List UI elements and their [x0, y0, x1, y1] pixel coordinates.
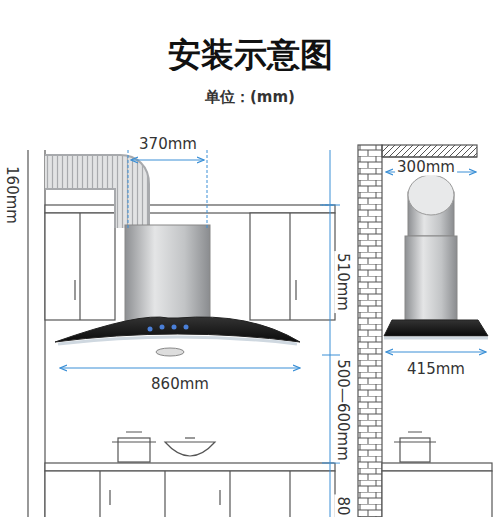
dimension-label: 415mm — [407, 361, 465, 378]
dimension-label: 860mm — [151, 376, 209, 393]
dimension-label: 370mm — [139, 136, 197, 153]
diagram-title: 安装示意图 — [168, 37, 333, 73]
dimension-label: 500—600mm — [335, 357, 352, 462]
dimension-label: 160mm — [4, 166, 21, 224]
dimension-label: 300mm — [395, 159, 457, 176]
dimension-label: 80 — [335, 494, 352, 517]
unit-note: 单位：(mm) — [205, 89, 295, 106]
dimension-label: 510mm — [335, 251, 352, 313]
